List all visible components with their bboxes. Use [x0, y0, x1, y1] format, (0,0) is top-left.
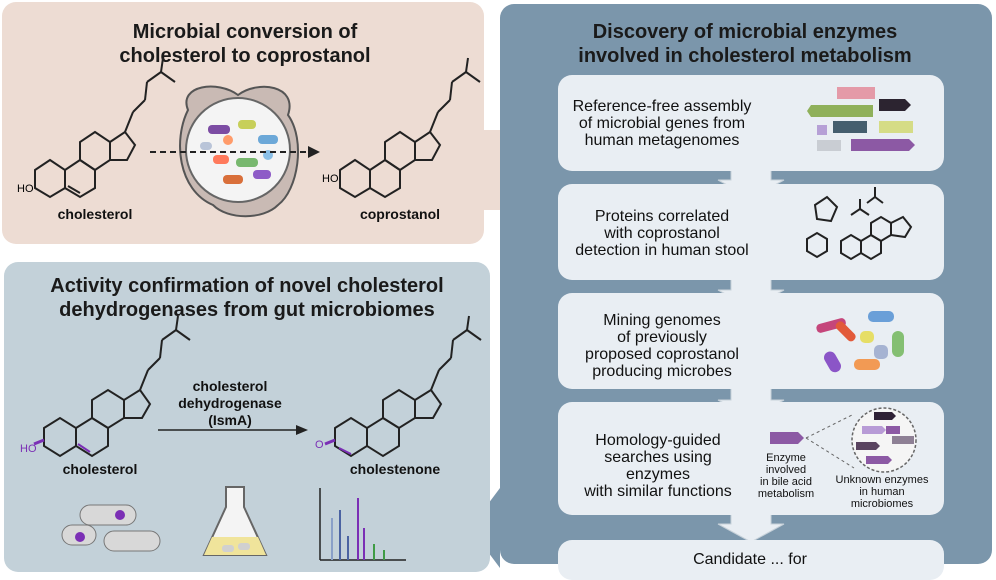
svg-text:O: O	[315, 439, 324, 451]
panel-title-discovery: Discovery of microbial enzymes involved …	[578, 21, 912, 67]
cholesterol-molecule-icon: HO	[17, 57, 176, 199]
cholesterol-label-top: cholesterol	[57, 206, 133, 222]
dashed-conversion-arrow	[150, 146, 320, 158]
enzyme-name-label: cholesterol dehydrogenase (IsmA)	[178, 378, 282, 428]
bacteria-cells-icon	[61, 504, 161, 552]
molecule-structures-icon	[806, 187, 913, 261]
enzyme-note: Enzyme involved in bile acid metabolism	[757, 452, 815, 500]
cholestenone-molecule-icon: O	[315, 315, 482, 458]
microbes-cluster-icon	[816, 311, 904, 373]
culture-flask-icon	[202, 486, 268, 556]
gene-fragments-icon	[807, 87, 915, 151]
gut-microbes-icon	[179, 85, 299, 218]
cholestenone-label: cholestenone	[349, 461, 441, 477]
step-1-text: Reference-free assembly of microbial gen…	[572, 98, 752, 149]
mass-spectrum-icon	[319, 488, 406, 561]
step-2-text: Proteins correlated with coprostanol det…	[575, 208, 749, 259]
svg-text:HO: HO	[17, 183, 34, 195]
unknown-enzymes-circle-icon	[851, 407, 917, 473]
step-arrow-4	[717, 511, 785, 543]
svg-text:HO: HO	[20, 443, 37, 455]
cholesterol-molecule-bottom-icon: HO	[20, 315, 191, 458]
step-3-text: Mining genomes of previously proposed co…	[585, 312, 739, 380]
cholesterol-label-bottom: cholesterol	[62, 461, 138, 477]
known-enzyme-icon	[770, 432, 804, 444]
homology-link-lines	[805, 413, 855, 469]
unknown-enzymes-note: Unknown enzymes in human microbiomes	[835, 474, 929, 510]
svg-text:HO: HO	[322, 173, 339, 185]
reaction-arrow	[158, 425, 308, 435]
panel-title-conversion: Microbial conversion of cholesterol to c…	[119, 21, 371, 67]
panel-title-activity: Activity confirmation of novel cholester…	[50, 275, 444, 321]
coprostanol-label: coprostanol	[359, 206, 441, 222]
coprostanol-molecule-icon: HO	[322, 57, 481, 199]
step-4-text: Homology-guided searches using enzymes w…	[584, 432, 732, 500]
step-mining-genomes	[558, 293, 944, 389]
